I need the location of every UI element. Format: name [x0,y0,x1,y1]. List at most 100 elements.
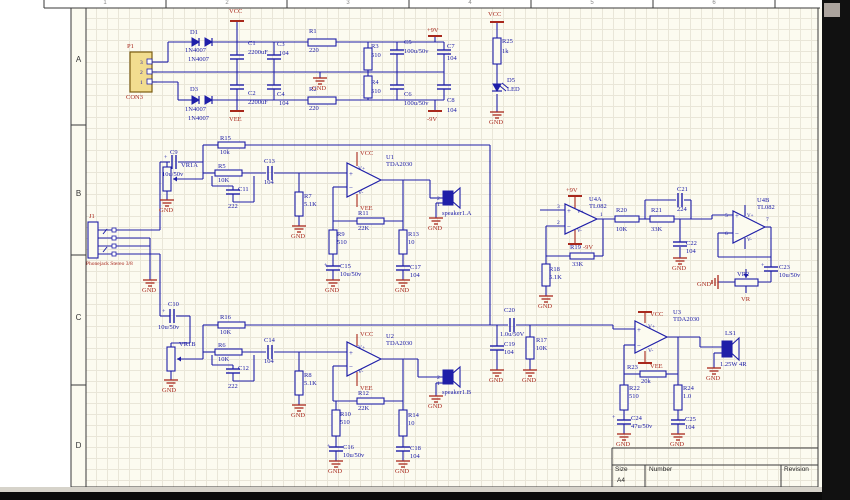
resistor[interactable] [398,229,408,255]
potentiometer[interactable] [166,346,176,372]
schematic-label: 20k [641,378,652,385]
connector-pin[interactable] [146,58,153,65]
resistor[interactable] [307,96,337,105]
speaker[interactable] [442,190,454,206]
opamp[interactable] [634,320,669,354]
resistor[interactable] [569,252,595,260]
resistor[interactable] [307,38,337,47]
schematic-label: VCC [360,150,373,157]
resistor[interactable] [217,141,246,149]
resistor[interactable] [619,384,629,411]
schematic-label: speaker1.B [442,389,472,396]
led-icon[interactable] [499,85,507,92]
resistor[interactable] [331,409,341,437]
schematic-label: VR1B [179,341,196,348]
schematic-label: R21 [651,207,662,214]
schematic-label: C18 [410,445,421,452]
schematic-label: + [637,326,641,334]
schematic-label: 3 [557,204,560,210]
resistor[interactable] [217,321,246,329]
schematic-label: GND [395,468,409,475]
schematic-label: GND [670,441,684,448]
schematic-label: VEE [229,116,242,123]
resistor[interactable] [356,397,385,405]
schematic-label: GND [489,377,503,384]
resistor[interactable] [541,263,551,287]
schematic-label: VCC [488,11,501,18]
schematic-label: V- [577,229,582,234]
resistor[interactable] [673,384,683,411]
schematic-label: + [327,444,331,450]
titleblock-revision-label: Revision [784,466,809,473]
resistor[interactable] [639,370,667,378]
titleblock-size-value[interactable]: A4 [617,477,625,484]
opamp[interactable] [346,341,383,377]
schematic-label: 1N4007 [188,56,210,63]
schematic-label: VR1A [181,162,198,169]
schematic-label: 10u/50v [162,171,184,178]
resistor[interactable] [525,336,535,360]
potentiometer[interactable] [162,166,172,192]
opamp[interactable] [732,210,767,244]
schematic-label: 10u/50v [343,452,365,459]
ruler-zone-number: 5 [590,0,594,6]
connector-pin[interactable] [146,78,153,85]
audio-jack-J1[interactable] [102,228,108,235]
resistor[interactable] [398,409,408,437]
schematic-label: R17 [536,337,548,344]
speaker[interactable] [442,369,454,385]
schematic-label: 510 [340,419,350,426]
potentiometer-wiper[interactable] [743,274,749,278]
resistor[interactable] [363,75,373,99]
potentiometer-wiper[interactable] [177,356,181,362]
diode[interactable] [191,37,201,47]
schematic-label: C20 [504,307,515,314]
schematic-label: GND [706,375,720,382]
schematic-label: 1.0 [683,393,691,400]
opamp[interactable] [564,203,599,235]
speaker-cone[interactable] [452,186,461,210]
schematic-label: − [349,184,353,192]
potentiometer-wiper[interactable] [173,176,177,182]
speaker[interactable] [721,340,733,358]
schematic-label: R10 [340,411,351,418]
diode[interactable] [204,37,214,47]
audio-jack-pin[interactable] [111,243,117,249]
schematic-label: GND [672,265,686,272]
speaker-cone[interactable] [731,336,740,362]
resistor[interactable] [649,215,675,223]
resistor[interactable] [294,370,304,396]
schematic-label: 22K [358,225,370,232]
resistor[interactable] [614,215,640,223]
schematic-label: R20 [616,207,627,214]
resistor[interactable] [214,169,243,177]
potentiometer[interactable] [734,278,759,287]
schematic-label: GND [291,233,305,240]
audio-jack-pin[interactable] [111,235,117,241]
audio-jack-pin[interactable] [111,251,117,257]
schematic-label: 10 [408,239,415,246]
resistor[interactable] [492,37,502,65]
opamp[interactable] [346,162,383,198]
resistor[interactable] [294,191,304,217]
resistor[interactable] [363,47,373,71]
right-panel-dark [822,0,850,500]
speaker-cone[interactable] [452,365,461,389]
audio-jack-J1[interactable] [87,221,99,259]
diode[interactable] [204,95,214,105]
audio-jack-J1[interactable] [102,246,108,253]
led-icon[interactable] [492,83,502,93]
audio-jack-pin[interactable] [111,227,117,233]
diode[interactable] [191,95,201,105]
resistor[interactable] [356,217,385,225]
schematic-label: VR [741,296,751,303]
connector-pin[interactable] [146,68,153,75]
led-icon[interactable] [501,82,509,89]
resistor[interactable] [214,348,243,356]
schematic-label: C9 [170,149,178,156]
schematic-label: D1 [190,29,198,36]
scrollbar-thumb[interactable] [824,3,840,17]
schematic-label: 2 [437,196,440,202]
resistor[interactable] [328,229,338,255]
